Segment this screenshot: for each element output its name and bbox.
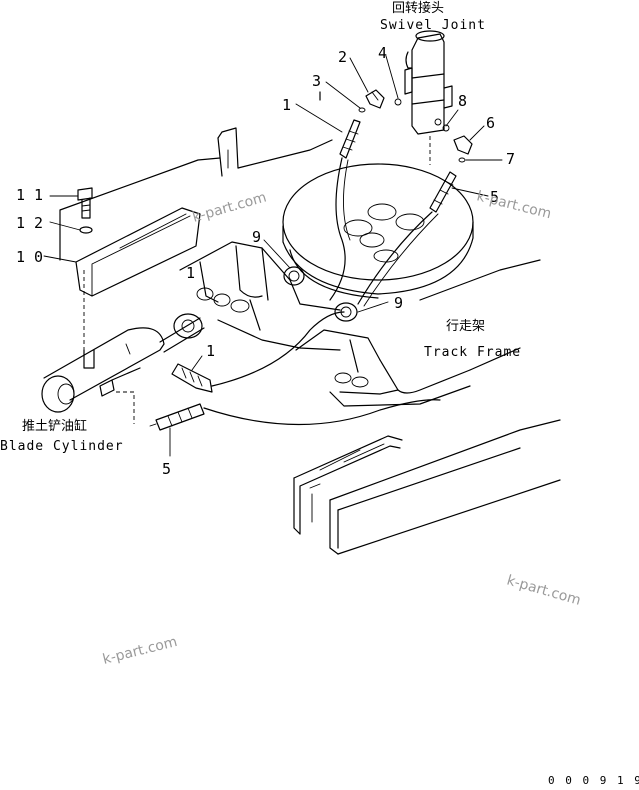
- o-ring-7: [458, 157, 466, 163]
- blade-cylinder: [41, 270, 205, 424]
- callout-1-middle: 1: [186, 264, 195, 282]
- track-frame-en: Track Frame: [424, 345, 521, 360]
- hose-1-upper: [329, 119, 361, 301]
- callout-10: 1 0: [16, 248, 43, 266]
- callout-2: 2: [338, 48, 347, 66]
- hose-clamp-9-lower: [334, 302, 358, 322]
- undercarriage-frame: [59, 91, 541, 407]
- cover-plate: [75, 207, 201, 297]
- callout-1-upper: 1: [282, 96, 291, 114]
- watermark-2: k-part.com: [475, 188, 553, 222]
- callout-11: 1 1: [16, 186, 43, 204]
- swivel-joint-cn: 回转接头: [392, 0, 444, 16]
- watermark-4: k-part.com: [101, 634, 179, 668]
- watermark-3: k-part.com: [505, 572, 583, 608]
- callout-3: 3: [312, 72, 321, 90]
- callout-9-lower: 9: [394, 294, 403, 312]
- hose-5-upper: [357, 171, 457, 307]
- washer: [79, 226, 93, 234]
- swivel-joint: [404, 30, 453, 165]
- callout-5-lower: 5: [162, 460, 171, 478]
- callout-9-upper: 9: [252, 228, 261, 246]
- hose-clamp-9-upper: [283, 266, 305, 286]
- o-ring-4: [394, 98, 402, 106]
- callout-1-lower: 1: [206, 342, 215, 360]
- watermarks: k-part.com k-part.com k-part.com k-part.…: [101, 188, 582, 668]
- callout-4: 4: [378, 44, 387, 62]
- elbow-fitting-2: [365, 89, 385, 109]
- blade-cylinder-en: Blade Cylinder: [0, 439, 124, 454]
- track-frame-beam: [293, 419, 561, 555]
- drawing-code: 0 0 0 9 1 9 3 4: [548, 774, 639, 787]
- callout-6: 6: [486, 114, 495, 132]
- callout-8: 8: [458, 92, 467, 110]
- track-frame-cn: 行走架: [446, 319, 485, 334]
- callout-12: 1 2: [16, 214, 43, 232]
- hose-1-lower: [171, 311, 345, 393]
- callout-5-upper: 5: [490, 188, 499, 206]
- leader-lines: [43, 55, 503, 457]
- swivel-joint-caption: 回转接头 Swivel Joint: [380, 0, 486, 33]
- swivel-joint-en: Swivel Joint: [380, 18, 486, 33]
- blade-cylinder-cn: 推土铲油缸: [22, 418, 87, 434]
- o-ring-8: [442, 124, 450, 132]
- bolt: [77, 187, 93, 219]
- hose-5-lower: [149, 399, 441, 431]
- track-frame-caption: 行走架 Track Frame: [424, 319, 521, 360]
- blade-cylinder-caption: 推土铲油缸 Blade Cylinder: [0, 418, 124, 454]
- elbow-fitting-6: [453, 135, 473, 155]
- callout-7: 7: [506, 150, 515, 168]
- o-ring-3: [358, 107, 366, 113]
- callout-labels: 1 2 3 4 5 6 7 8 9 9 1 1 5 1 0 1 1 1 2: [16, 44, 515, 478]
- watermark-1: k-part.com: [191, 189, 269, 225]
- swing-circle: [282, 163, 474, 299]
